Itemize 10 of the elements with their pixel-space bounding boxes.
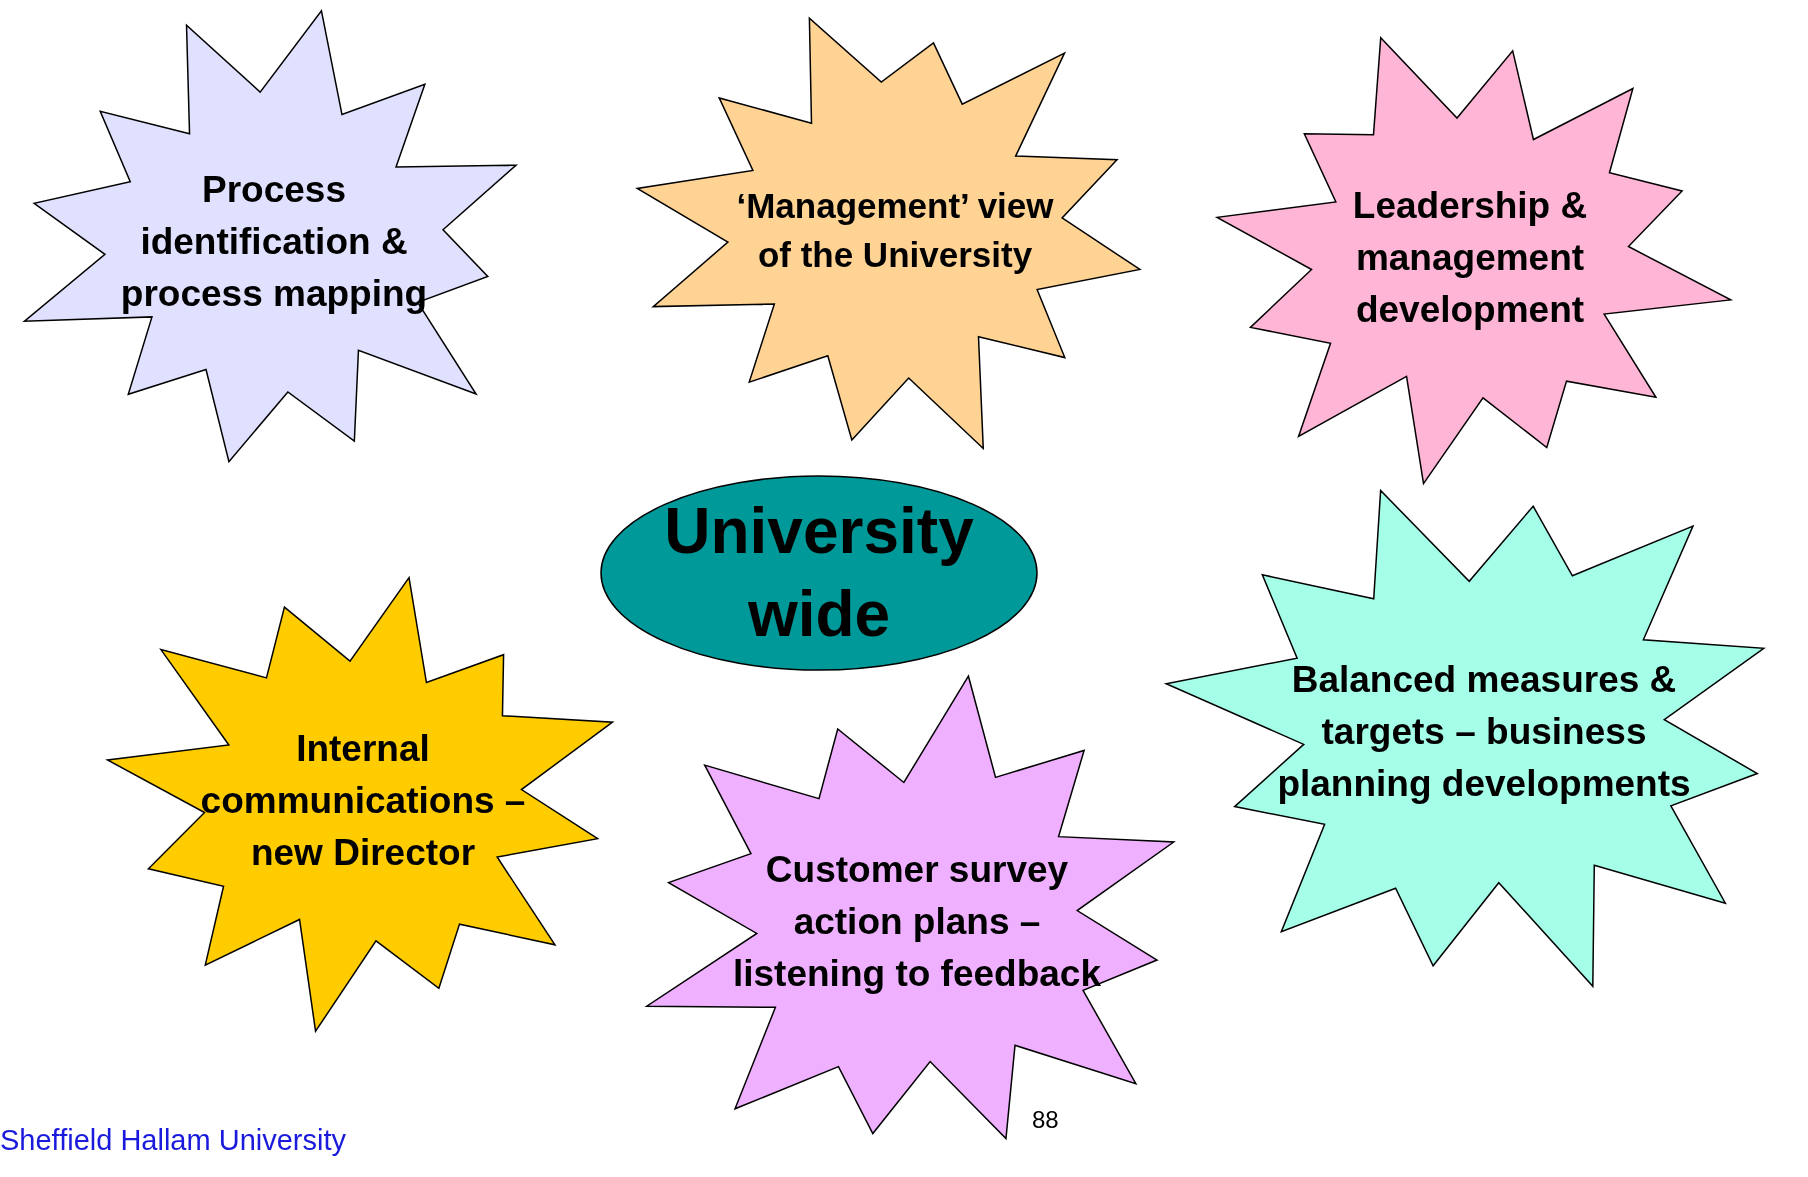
footer-text: Sheffield Hallam University [0,1124,346,1157]
node-text: Internal communications – new Director [199,727,527,875]
page-number: 88 [1032,1106,1059,1134]
node-text: Customer survey action plans – listening to feedback [732,848,1102,996]
node-text: Leadership & management development [1351,184,1589,332]
node-text: University wide [663,493,975,652]
node-text: Balanced measures & targets – business planning developments [1276,658,1692,806]
ellipse [600,475,1038,671]
node-text: ‘Management’ view of the University [735,185,1055,276]
node-text: Process identification & process mapping [119,168,429,316]
